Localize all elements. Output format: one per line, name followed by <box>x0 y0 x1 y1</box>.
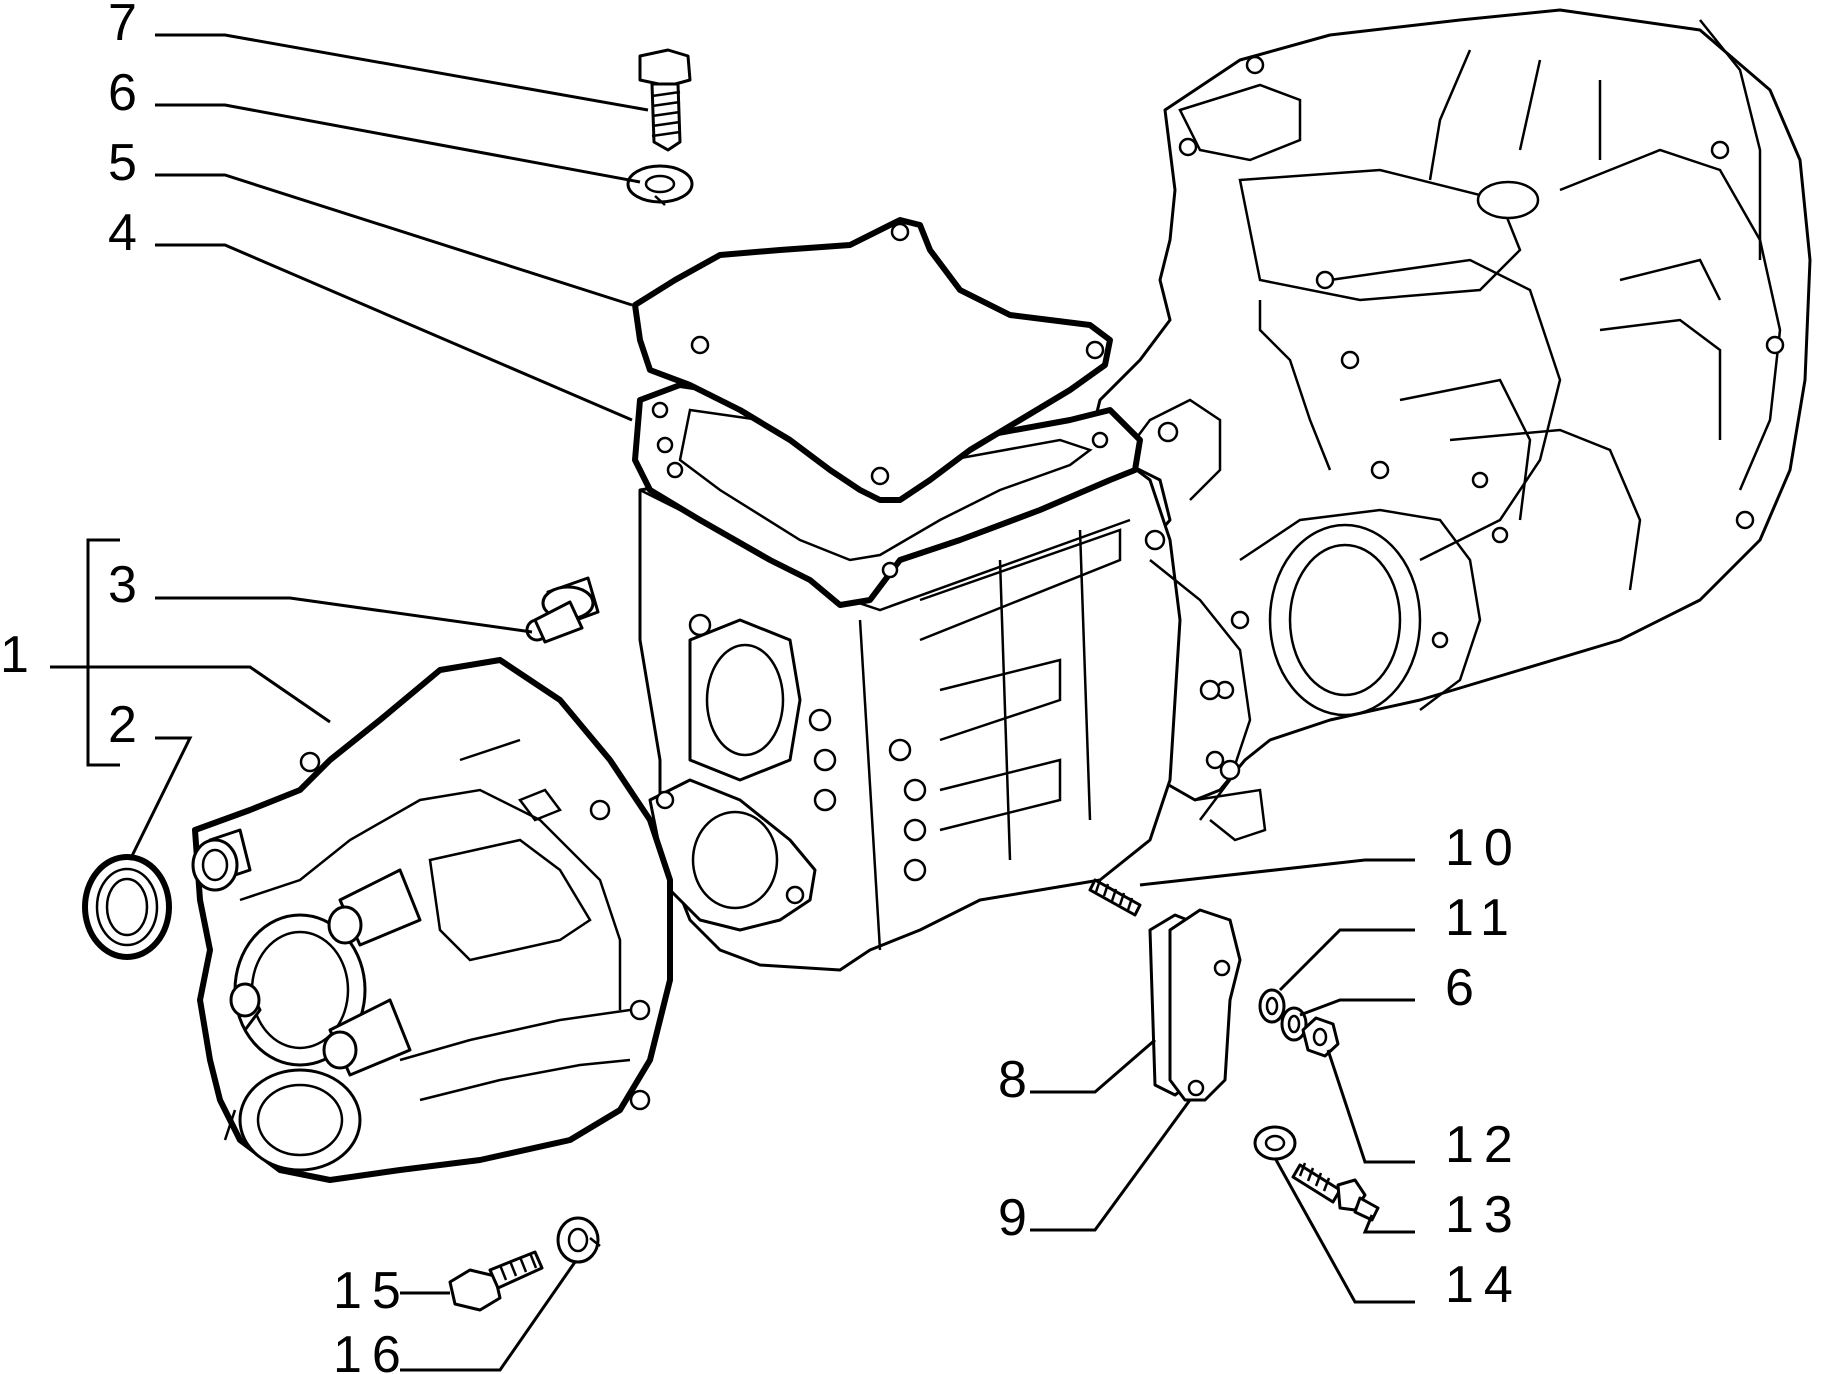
washer-part-11 <box>1258 988 1286 1024</box>
bolt-part-13 <box>1291 1162 1380 1222</box>
callout-6-top: 6 <box>108 64 147 122</box>
callout-2: 2 <box>108 696 147 754</box>
gearbox-housing <box>1088 8 1812 842</box>
callout-5: 5 <box>108 134 147 192</box>
leader-lines <box>50 33 1415 1372</box>
bolt-part-15 <box>448 1250 544 1312</box>
callout-16: 16 <box>333 1326 411 1374</box>
callout-6-right: 6 <box>1445 959 1484 1017</box>
nut-part-12 <box>1301 1016 1340 1058</box>
plug-part-3 <box>525 576 600 644</box>
cover-plate <box>632 217 1113 503</box>
end-cover-part-1 <box>191 657 673 1183</box>
washer-part-6-right <box>1280 1006 1308 1042</box>
callout-12: 12 <box>1445 1116 1523 1174</box>
callout-1: 1 <box>0 626 39 684</box>
washer-part-14 <box>1253 1125 1297 1161</box>
callout-labels: 1 2 3 4 5 6 7 8 9 10 11 6 12 13 14 15 16 <box>0 0 1523 1374</box>
callout-10: 10 <box>1445 819 1523 877</box>
gearbox-case <box>638 398 1252 972</box>
callout-11: 11 <box>1445 889 1519 947</box>
callout-15: 15 <box>333 1262 411 1320</box>
callout-8: 8 <box>998 1051 1037 1109</box>
callout-13: 13 <box>1445 1186 1523 1244</box>
callout-7: 7 <box>108 0 147 52</box>
washer-part-16 <box>556 1216 601 1264</box>
washer-part-6-top <box>626 164 694 206</box>
oil-seal-part-2 <box>82 854 172 960</box>
stud-part-10 <box>1088 878 1142 917</box>
callout-4: 4 <box>108 204 147 262</box>
callout-14: 14 <box>1445 1256 1523 1314</box>
callout-3: 3 <box>108 556 147 614</box>
callout-9: 9 <box>998 1189 1037 1247</box>
plate-part-9 <box>1168 908 1242 1102</box>
bolt-part-7 <box>638 48 692 152</box>
